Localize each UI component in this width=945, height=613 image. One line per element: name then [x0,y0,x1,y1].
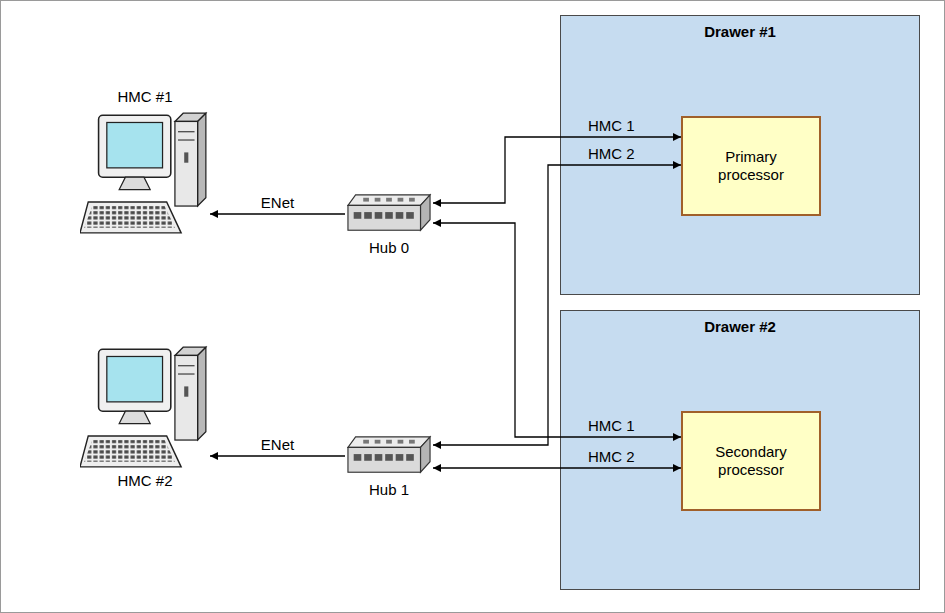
drawer-title: Drawer #2 [561,311,919,336]
port-label: HMC 1 [588,417,635,435]
hmc-console: HMC #1 [80,88,210,238]
link-label: ENet [261,436,294,454]
device-label: Hub 0 [369,239,409,257]
ethernet-hub: Hub 1 [345,435,433,499]
processor-label: Secondary processor [691,443,811,479]
hmc-link [433,165,681,445]
processor-label: Primary processor [691,148,811,184]
hub-icon [345,193,433,235]
hmc-link [433,467,681,468]
processor-box: Secondary processor [681,411,821,511]
device-label: HMC #1 [117,88,172,106]
computer-drawing [80,113,206,233]
computer-icon [80,340,210,472]
ethernet-hub: Hub 0 [345,193,433,257]
drawer-title: Drawer #1 [561,16,919,41]
device-label: HMC #2 [117,472,172,490]
ethernet-link [210,213,345,214]
hmc-console: HMC #2 [80,340,210,490]
device-label: Hub 1 [369,481,409,499]
hmc-link [433,137,681,203]
port-label: HMC 2 [588,448,635,466]
port-label: HMC 2 [588,145,635,163]
port-label: HMC 1 [588,117,635,135]
computer-drawing [80,347,206,467]
connector-group [210,137,681,468]
ethernet-link [210,455,345,456]
computer-icon [80,106,210,238]
link-label: ENet [261,194,294,212]
hmc-link [433,223,681,437]
hub-drawing [348,437,430,472]
hub-drawing [348,195,430,230]
processor-box: Primary processor [681,116,821,216]
hub-icon [345,435,433,477]
